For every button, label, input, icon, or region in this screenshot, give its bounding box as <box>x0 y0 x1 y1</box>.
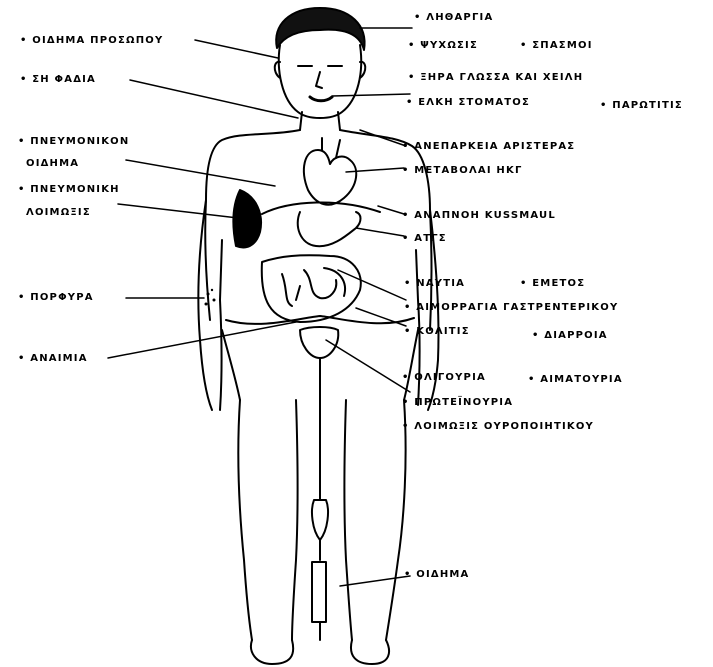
label-aimatouria: • ΑΙΜΑΤΟΥΡΙΑ <box>528 374 623 386</box>
label-anaimia: • ΑΝΑΙΜΙΑ <box>18 353 88 365</box>
label-proteinouria: • ΠΡΩΤΕΪΝΟΥΡΙΑ <box>402 397 513 409</box>
label-sifadia: • ΣΗ ΦΑΔΙΑ <box>20 74 96 86</box>
left-leg <box>238 400 297 640</box>
label-porfyra: • ΠΟΡΦΥΡΑ <box>18 292 94 304</box>
head <box>279 45 361 118</box>
purpura-dots <box>205 289 216 306</box>
label-xira-glossa: • ΞΗΡΑ ΓΛΩΣΣΑ ΚΑΙ ΧΕΙΛΗ <box>408 72 583 84</box>
lung <box>233 190 261 247</box>
label-pneumoniki-2: ΛΟΙΜΩΞΙΣ <box>26 207 91 219</box>
left-arm <box>198 200 222 410</box>
right-foot <box>351 640 389 664</box>
label-aimorragia: • ΑΙΜΟΡΡΑΓΙΑ ΓΑΣΤΡΕΝΤΕΡΙΚΟΥ <box>404 302 618 314</box>
heart <box>304 150 356 205</box>
label-pneumoniki-1: • ΠΝΕΥΜΟΝΙΚΗ <box>18 184 120 196</box>
label-lithargia: • ΛΗΘΑΡΓΙΑ <box>414 12 493 24</box>
label-loimoxis-ouro: • ΛΟΙΜΩΞΙΣ ΟΥΡΟΠΟΙΗΤΙΚΟΥ <box>402 421 594 433</box>
label-pneumonikon-1: • ΠΝΕΥΜΟΝΙΚΟΝ <box>18 136 129 148</box>
leader-lines <box>108 28 412 586</box>
hair <box>276 8 364 50</box>
catheter-bag <box>312 562 326 622</box>
label-oidima-legs: • ΟΙΔΗΜΑ <box>404 569 470 581</box>
label-anapnoi: • ΑΝΑΠΝΟΗ KUSSMAUL <box>402 210 556 222</box>
label-diarroia: • ΔΙΑΡΡΟΙΑ <box>532 330 608 342</box>
left-foot <box>251 640 293 664</box>
label-elki-stomatos: • ΕΛΚΗ ΣΤΟΜΑΤΟΣ <box>406 97 530 109</box>
label-parotitis: • ΠΑΡΩΤΙΤΙΣ <box>600 100 683 112</box>
label-pneumonikon-2: ΟΙΔΗΜΑ <box>26 158 79 170</box>
label-oligouria: • ΟΛΙΓΟΥΡΙΑ <box>402 372 486 384</box>
stomach <box>298 212 361 246</box>
nose <box>316 72 322 88</box>
label-atgs: • ΑΤΓΣ <box>402 233 447 245</box>
mouth <box>310 97 332 101</box>
label-aneparkeia: • ΑΝΕΠΑΡΚΕΙΑ ΑΡΙΣΤΕΡΑΣ <box>402 141 575 153</box>
bladder <box>300 327 338 358</box>
right-leg <box>345 400 406 640</box>
label-metavolai: • ΜΕΤΑΒΟΛΑΙ ΗΚΓ <box>402 165 523 177</box>
label-oidima-prosopou: • ΟΙΔΗΜΑ ΠΡΟΣΩΠΟΥ <box>20 35 163 47</box>
label-emetos: • ΕΜΕΤΟΣ <box>520 278 585 290</box>
neck <box>300 112 340 130</box>
label-spasmoi: • ΣΠΑΣΜΟΙ <box>520 40 593 52</box>
label-psychosis: • ΨΥΧΩΣΙΣ <box>408 40 478 52</box>
label-nautia: • ΝΑΥΤΙΑ <box>404 278 465 290</box>
label-kolitis: • ΚΟΛΙΤΙΣ <box>404 326 470 338</box>
